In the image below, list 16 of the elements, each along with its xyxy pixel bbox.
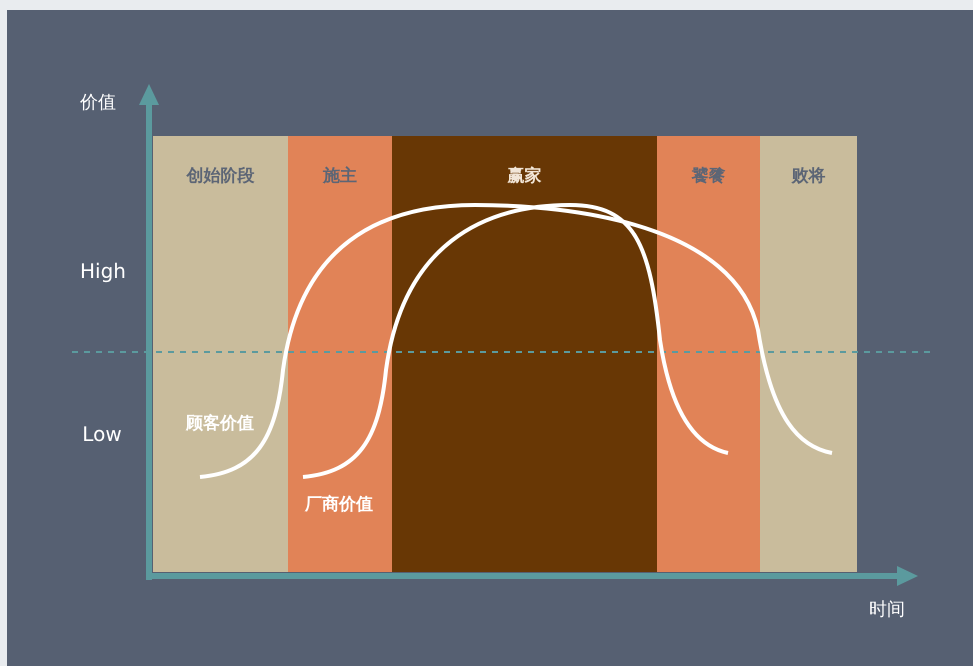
stage-band [288,136,392,572]
stage-label: 败将 [792,166,826,186]
axis-level: Low [82,422,122,446]
axis-title: 价值 [80,91,116,114]
axis-title: 时间 [869,598,905,621]
stage-label: 赢家 [508,166,542,186]
stage-band [760,136,857,572]
stage-label: 饕餮 [692,166,726,186]
stage-band [392,136,657,572]
stage-label: 施主 [323,166,357,186]
curve-label: 厂商价值 [305,494,373,516]
stage-band [153,136,288,572]
axis-level: High [80,259,126,283]
curve-label: 顾客价值 [186,412,254,434]
stage-label: 创始阶段 [186,166,254,186]
stage-band [657,136,760,572]
